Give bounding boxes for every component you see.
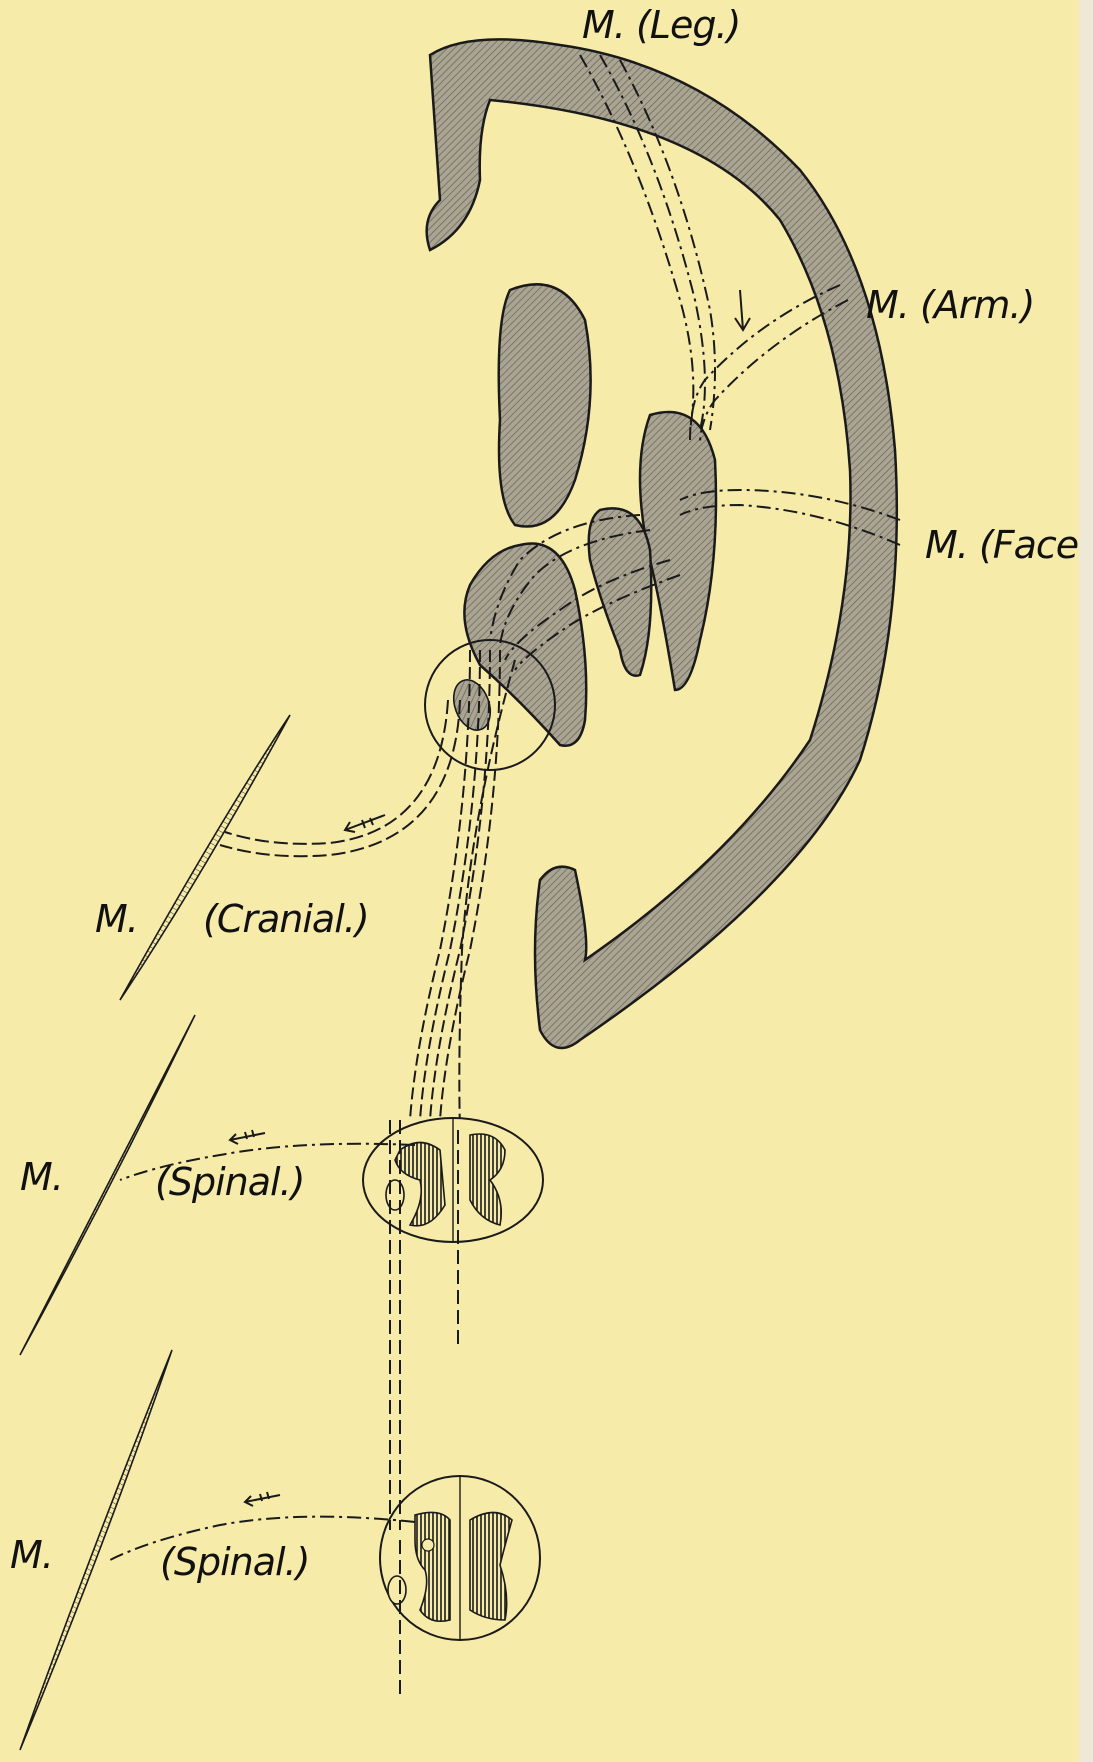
basal-ganglion-middle bbox=[589, 508, 652, 675]
label-face: M. (Face.) bbox=[925, 523, 1093, 567]
cranial-muscle bbox=[120, 715, 290, 1000]
basal-ganglion-right bbox=[640, 412, 716, 690]
label-cranial: (Cranial.) bbox=[203, 897, 369, 941]
label-cranial-m: M. bbox=[95, 897, 138, 941]
label-spinal1-m: M. bbox=[20, 1155, 63, 1199]
spinal-cord-lower bbox=[380, 1476, 540, 1640]
label-spinal2: (Spinal.) bbox=[160, 1540, 309, 1584]
label-spinal1: (Spinal.) bbox=[155, 1160, 304, 1204]
label-leg: M. (Leg.) bbox=[582, 3, 740, 47]
label-arm: M. (Arm.) bbox=[866, 283, 1034, 327]
spinal-arrow-lower bbox=[245, 1492, 280, 1506]
label-spinal2-m: M. bbox=[10, 1533, 53, 1577]
cranial-motor-path bbox=[220, 700, 460, 856]
spinal-arrow-upper bbox=[230, 1130, 265, 1144]
basal-ganglion-upper bbox=[499, 284, 591, 526]
cortex-arrow bbox=[735, 290, 750, 330]
page-edge bbox=[1079, 0, 1093, 1762]
